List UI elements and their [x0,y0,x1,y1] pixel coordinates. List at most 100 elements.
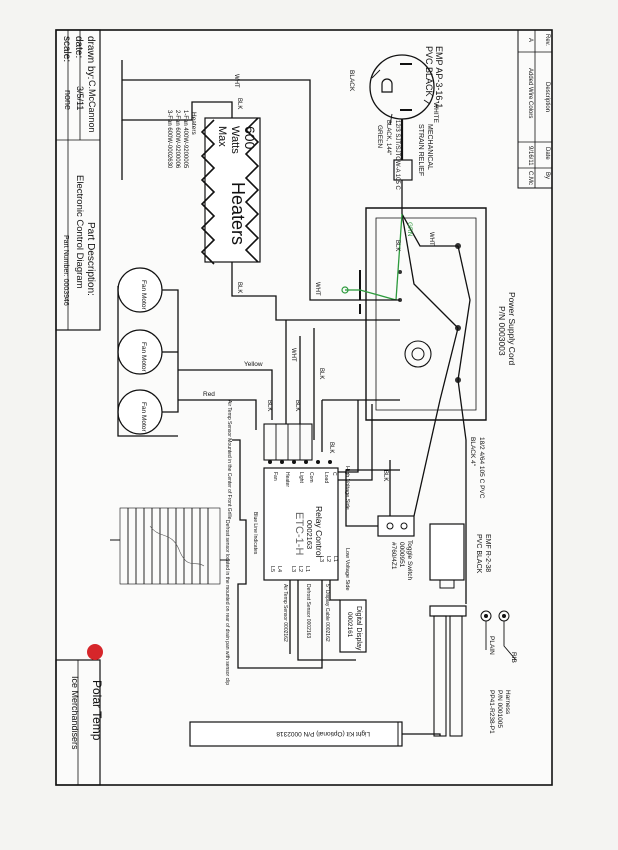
red-logo-dot [87,644,103,660]
part-number: Part Number: 0003946 [62,235,69,306]
cord-spec-line2: BLACK 4" [469,437,476,467]
harness-title: Harness [504,690,511,715]
fan-motors: Fan Motor Fan Motor Fan Motor [117,267,163,435]
relay-terminal: Load [323,472,329,483]
digital-display-name: Digital Display [355,606,362,651]
drawn-by-label: drawn by: [85,36,96,79]
relay-terminal: L2 [297,566,303,572]
defrost-sensor-label: Defrost Sensor 0002163 [305,584,311,638]
digital-display: Digital Display 0002161 [339,599,367,653]
power-supply-box: Power Supply Cord P/N 0003003 [359,207,517,421]
relay-terminal: L2 [325,556,331,562]
cable-spec: 12/3 SJT/SJTOW-A 105 C [394,120,400,190]
yellow-wire-label: Yellow [244,361,263,368]
relay-terminal: L1 [304,566,310,572]
plain-label: PLAIN [488,636,495,655]
description-header: Description [544,82,550,112]
by-header: By [544,172,550,179]
fan-motor-2 [117,329,163,375]
emf-connector: EMF R-2-38 PVC BLACK [429,523,491,589]
relay-terminal: Heater [284,472,290,487]
fan-motor-label: Fan Motor [140,280,147,310]
light-kit: Light Kit (Optional) P/N 0002318 [189,721,403,747]
light-kit-label: Light Kit (Optional) P/N 0002318 [276,730,370,737]
fan-motor-1 [117,267,163,313]
strain-relief [393,159,413,181]
blk-label-psu: BLK [394,240,400,251]
title-block: drawn by: C.McCannon date: 3/5/11 scale:… [55,29,104,786]
relay-part-number: 0002163 [305,520,314,549]
digital-display-part-number: 0002161 [346,612,353,638]
revision-block: Rev. Description Date By A Added Wire Co… [517,29,553,189]
blk-label-relay-4: BLK [328,442,334,453]
relay-terminal: Fan [272,472,278,481]
relay-terminal: L3 [318,556,324,562]
defrost-sensor-grid [110,507,230,585]
company-tagline: Ice Merchandisers [70,676,80,750]
blk-label-heater-top: BLK [236,98,242,109]
relay-title: Relay Control [314,506,324,558]
plug-white-label: WHITE [432,102,439,124]
relay-high-voltage: High Voltage Side [344,466,350,510]
air-sensor-label: Air Temp Sensor 0002162 [282,584,288,642]
part-description-value: Electronic Control Diagram [74,175,85,289]
drawn-by-value: C.McCannon [87,80,97,133]
red-wire-label: Red [203,391,215,398]
harness-part-number: P/N 0001005 [496,690,503,728]
plug-black-label: BLACK [348,70,355,92]
heaters-block: 600 Watts Max Heaters [200,117,261,265]
toggle-code: #760/4Z1 [390,542,397,570]
harness-code: PP41-R238-P1 [488,690,495,734]
relay-control: Relay Control 0002163 ETC-1-H High Volta… [263,466,350,591]
glass-sensor-note: Defrost sensor located in the mounted on… [224,520,230,685]
scale-label: scale: [61,36,72,62]
emf-color: PVC BLACK [475,534,482,574]
heater-item: 2-Fan 600W-9200006 [174,110,180,169]
harness-connector: RIB PLAIN Harness P/N 0001005 PP41-R238-… [429,605,517,737]
power-supply-part-number: P/N 0003003 [497,306,507,356]
relay-terminal: L3 [290,566,296,572]
fan-motor-label: Fan Motor [140,342,147,372]
grn-wire-label: GRN [406,222,413,237]
heaters-list: Heaters 1-Fan 400W-9200005 2-Fan 600W-92… [166,110,197,169]
rev-value: A [527,38,533,42]
blk-label-relay-1: BLK [294,400,300,411]
emf-model: EMF R-2-38 [484,534,491,572]
relay-terminal: Com [308,472,314,483]
date-label: date: [73,36,84,58]
date-value: 9/16/11 [527,146,533,166]
toggle-part-number: 0000951 [398,542,405,568]
heater-item: 3-Fan 600W-0002630 [166,110,172,169]
plug-model: EMP AP-3-16-1 [434,46,444,108]
power-supply-title: Power Supply Cord [507,292,517,366]
power-plug: EMP AP-3-16-1 PVC BLACK BLACK WHITE GREE… [348,46,444,148]
relay-handwritten: ETC-1-H [293,512,305,555]
scale-value: none [63,90,73,110]
date-header: Date [544,147,550,160]
heaters-watts-1: 600 [242,126,258,150]
blue-line-note: Blue Line Indicates [252,512,258,555]
description-value: Added Wire Colors [527,68,533,118]
company-name: Polar Temp [90,680,104,741]
cable-length: BLACK, 144" [385,120,391,155]
strain-relief-line1: MECHANICAL [426,124,433,170]
date-value: 3/5/11 [75,86,85,110]
fan-motor-label: Fan Motor [140,402,147,432]
heaters-watts-2: Watts [229,126,241,154]
strain-relief-line2: STRAIN RELIEF [417,124,424,176]
heaters-title: Heaters [228,182,248,245]
wht-label-mid: WHT [314,282,320,296]
part-description-label: Part Description: [85,222,96,296]
wht-label-top: WHT [233,74,239,88]
plug-color: PVC BLACK [424,46,434,97]
blk-label-toggle: BLK [382,470,388,481]
toggle-switch: Toggle Switch 0000951 #760/4Z1 [377,515,415,580]
blk-label-relay-2: BLK [266,400,272,411]
cord-spec-line1: 18/2 4/64 105 C PVC [478,437,485,499]
heater-item: 1-Fan 400W-9200005 [182,110,188,169]
fan-motor-3 [117,389,163,435]
plug-green-label: GREEN [376,125,383,148]
by-value: C.Mc [527,171,533,185]
relay-terminal: L1 [332,556,338,562]
